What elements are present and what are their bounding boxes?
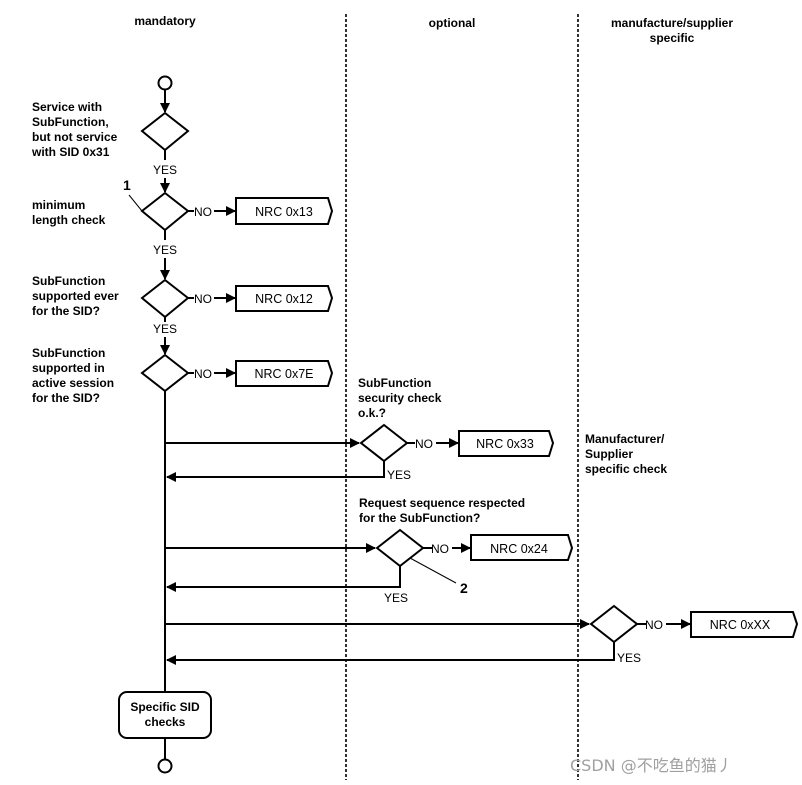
nrc-box-0x12 <box>235 285 334 312</box>
no-label: NO <box>645 618 663 632</box>
specific-sid-checks-label-2: checks <box>145 715 186 729</box>
svg-text:Supplier: Supplier <box>585 447 633 461</box>
svg-text:with SID 0x31: with SID 0x31 <box>31 145 110 159</box>
specific-sid-checks-label-1: Specific SID <box>130 700 200 714</box>
nrc-box-0x24 <box>470 534 574 561</box>
no-label: NO <box>194 367 212 381</box>
yes-label: YES <box>617 651 641 665</box>
svg-text:SubFunction: SubFunction <box>32 274 105 288</box>
svg-text:for the SubFunction?: for the SubFunction? <box>359 511 480 525</box>
lane-header-manufacturer-1: manufacture/supplier <box>611 16 733 30</box>
svg-text:supported in: supported in <box>32 361 105 375</box>
nrc-box-0x33 <box>458 430 555 457</box>
check-label-min-length: minimum length check <box>32 198 106 227</box>
lane-header-optional: optional <box>429 16 476 30</box>
yes-label: YES <box>384 591 408 605</box>
svg-text:specific check: specific check <box>585 462 667 476</box>
annotation-1: 1 <box>123 177 131 193</box>
svg-text:supported ever: supported ever <box>32 289 119 303</box>
nrc-box-0x7e <box>235 360 334 387</box>
decision-sequence <box>375 528 425 568</box>
nrc-label-0xxx: NRC 0xXX <box>710 618 771 632</box>
nrc-box-0xxx <box>690 611 799 638</box>
end-node <box>157 758 173 774</box>
start-node <box>157 75 173 91</box>
check-label-manufacturer: Manufacturer/ Supplier specific check <box>585 432 667 476</box>
svg-text:Manufacturer/: Manufacturer/ <box>585 432 665 446</box>
decision-minimum-length <box>140 191 190 232</box>
no-label: NO <box>431 542 449 556</box>
check-label-supported-ever: SubFunction supported ever for the SID? <box>32 274 119 318</box>
svg-text:length check: length check <box>32 213 106 227</box>
nrc-label-0x13: NRC 0x13 <box>255 205 313 219</box>
nrc-label-0x24: NRC 0x24 <box>490 542 548 556</box>
svg-text:minimum: minimum <box>32 198 85 212</box>
svg-text:o.k.?: o.k.? <box>358 406 386 420</box>
no-label: NO <box>415 437 433 451</box>
svg-text:for the SID?: for the SID? <box>32 304 100 318</box>
svg-text:SubFunction: SubFunction <box>358 376 431 390</box>
no-label: NO <box>194 205 212 219</box>
svg-text:SubFunction: SubFunction <box>32 346 105 360</box>
decision-supported-session <box>140 353 190 393</box>
annotation-leader <box>128 194 143 212</box>
svg-text:security check: security check <box>358 391 442 405</box>
annotation-leader <box>409 557 457 584</box>
check-label-service: Service with SubFunction, but not servic… <box>31 100 118 159</box>
svg-text:Service with: Service with <box>32 100 102 114</box>
yes-label: YES <box>153 322 177 336</box>
flow-arrow <box>166 566 401 592</box>
flow-arrow <box>166 461 385 482</box>
decision-security <box>359 423 409 463</box>
flow-arrow <box>166 642 615 665</box>
yes-label: YES <box>387 468 411 482</box>
decision-supported-ever <box>140 278 190 319</box>
annotation-2: 2 <box>460 580 468 596</box>
nrc-label-0x12: NRC 0x12 <box>255 292 313 306</box>
decision-manufacturer <box>589 604 639 644</box>
svg-text:SubFunction,: SubFunction, <box>32 115 109 129</box>
svg-text:for the SID?: for the SID? <box>32 391 100 405</box>
watermark: CSDN @不吃鱼的猫丿 <box>570 756 733 775</box>
decision-service-with-subfunction <box>140 111 190 152</box>
no-label: NO <box>194 292 212 306</box>
check-label-sequence: Request sequence respected for the SubFu… <box>359 496 525 525</box>
yes-label: YES <box>153 163 177 177</box>
nrc-box-0x13 <box>235 197 334 225</box>
lane-header-manufacturer-2: specific <box>650 31 695 45</box>
check-label-security: SubFunction security check o.k.? <box>358 376 442 420</box>
svg-text:active session: active session <box>32 376 114 390</box>
svg-text:Request sequence respected: Request sequence respected <box>359 496 525 510</box>
check-label-supported-session: SubFunction supported in active session … <box>32 346 114 405</box>
nrc-label-0x33: NRC 0x33 <box>476 437 534 451</box>
yes-label: YES <box>153 243 177 257</box>
svg-text:but not service: but not service <box>32 130 118 144</box>
nrc-label-0x7e: NRC 0x7E <box>254 367 313 381</box>
lane-header-mandatory: mandatory <box>134 14 196 28</box>
